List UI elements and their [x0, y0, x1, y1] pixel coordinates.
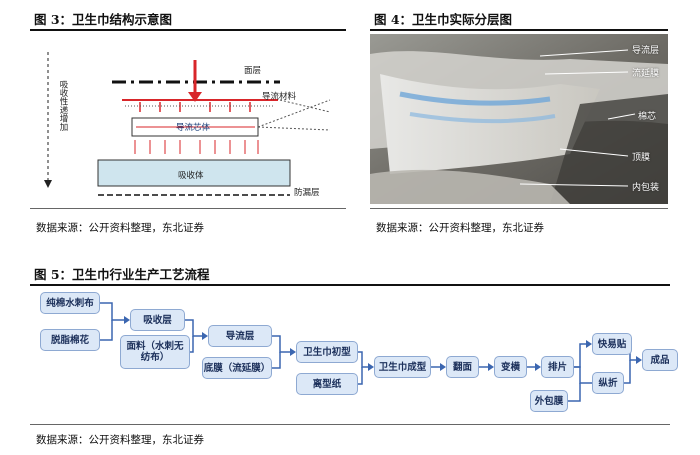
fig3-label-absorber: 吸收体: [178, 171, 204, 181]
fig3-structure-diagram: [44, 52, 331, 196]
flow-node-easy-tape: 快易贴: [592, 333, 632, 355]
fig5-bottom-rule: [30, 424, 670, 425]
flow-node-absorbent-cotton: 脱脂棉花: [40, 329, 100, 351]
fig5-top-rule: [30, 284, 670, 286]
fig5-title: 图 5：卫生巾行业生产工艺流程: [34, 267, 210, 282]
fig4-top-rule: [370, 29, 668, 31]
fig4-label-l1: 导流层: [632, 46, 660, 56]
flow-node-bottom-film: 底膜（流延膜）: [202, 357, 272, 379]
fig4-title: 图 4：卫生巾实际分层图: [374, 12, 513, 27]
flow-node-cotton-spunlace: 纯棉水刺布: [40, 292, 100, 314]
fig3-label-core: 导流芯体: [176, 123, 211, 133]
flow-node-release-paper: 离型纸: [296, 373, 358, 395]
flow-node-longitudinal-fold: 纵折: [592, 372, 624, 394]
fig5-source: 数据来源：公开资料整理，东北证券: [36, 434, 204, 446]
flow-node-absorbent-layer: 吸收层: [130, 309, 185, 331]
fig4-label-l2: 流延膜: [632, 69, 660, 79]
fig4-bottom-rule: [370, 208, 668, 209]
flow-node-pad-formed: 卫生巾成型: [374, 356, 431, 378]
flow-node-transverse: 变横: [494, 356, 527, 378]
fig3-label-side: 吸收性递增加: [58, 80, 68, 131]
fig3-top-rule: [30, 29, 346, 31]
flow-node-diversion-layer: 导流层: [208, 325, 272, 347]
fig4-source: 数据来源：公开资料整理，东北证券: [376, 222, 544, 234]
fig3-title: 图 3：卫生巾结构示意图: [34, 12, 173, 27]
fig4-label-l5: 内包装: [632, 183, 660, 193]
fig4-label-l4: 顶膜: [632, 153, 651, 163]
fig4-label-l3: 棉芯: [638, 112, 657, 122]
fig3-label-leakproof: 防漏层: [294, 188, 320, 198]
flow-node-flip: 翻面: [446, 356, 479, 378]
fig3-label-diversion: 导流材料: [262, 92, 297, 102]
flow-node-outer-film: 外包膜: [530, 390, 568, 412]
flow-node-arrange: 排片: [541, 356, 574, 378]
fig3-bottom-rule: [30, 208, 346, 209]
flow-node-finished-product: 成品: [642, 349, 678, 371]
flow-node-fabric: 面料（水刺无纺布）: [120, 335, 190, 369]
flow-node-pad-prototype: 卫生巾初型: [296, 341, 358, 363]
fig3-label-top-layer: 面层: [244, 66, 262, 76]
fig4-photo: [370, 34, 668, 204]
fig3-source: 数据来源：公开资料整理，东北证券: [36, 222, 204, 234]
